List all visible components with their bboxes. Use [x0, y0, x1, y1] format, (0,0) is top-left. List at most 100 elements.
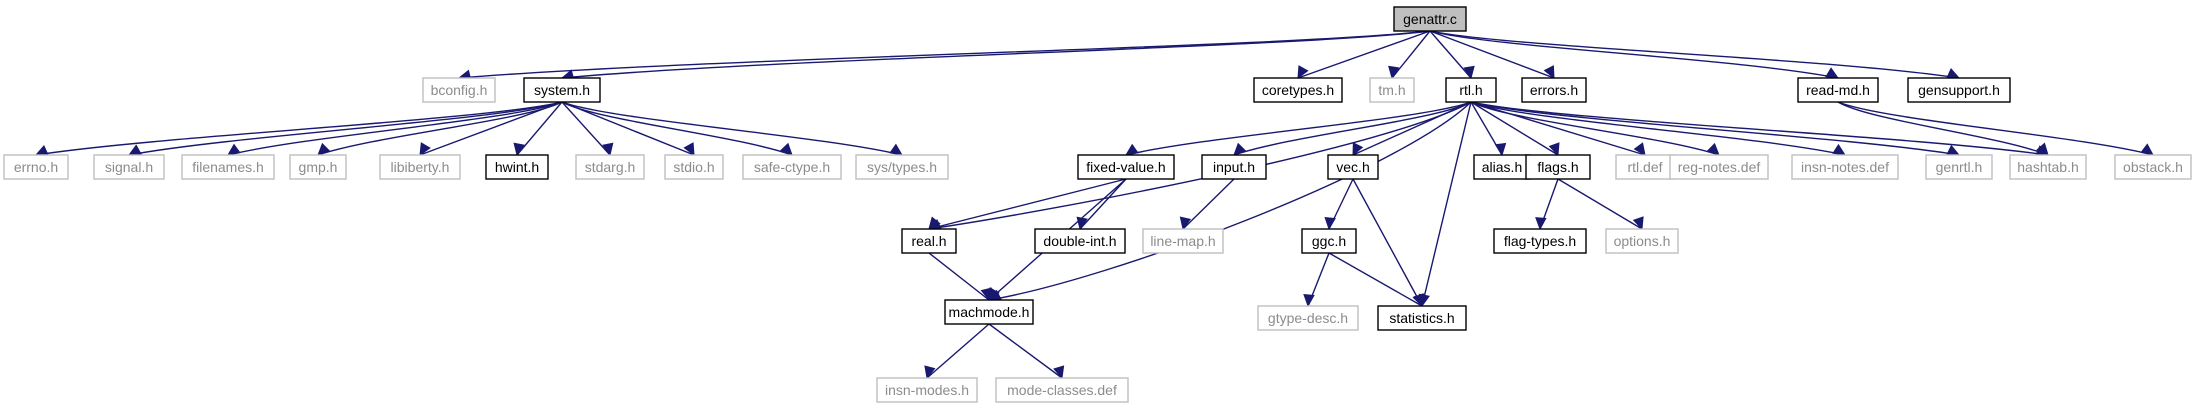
edge-system_h-to-hwint_h — [513, 101, 563, 157]
node-label: bconfig.h — [431, 82, 488, 98]
node-box — [1907, 77, 2011, 103]
node-label: system.h — [534, 82, 590, 98]
node-box — [944, 299, 1034, 325]
node-box — [2009, 154, 2087, 180]
edge-fixed_value_h-to-real_h — [928, 178, 1127, 230]
arrowhead-icon — [1388, 65, 1400, 80]
node-genrtl-h: genrtl.h — [1925, 154, 1993, 180]
arrowhead-icon — [1633, 142, 1646, 156]
node-statistics-h[interactable]: statistics.h — [1377, 305, 1467, 331]
edge-fixed_value_h-to-double_int_h — [1076, 178, 1127, 231]
node-coretypes-h[interactable]: coretypes.h — [1253, 77, 1343, 103]
edge-line — [1470, 101, 2049, 156]
edge-input_h-to-line_map_h — [1179, 178, 1235, 231]
node-label: safe-ctype.h — [754, 159, 830, 175]
node-label: coretypes.h — [1262, 82, 1334, 98]
node-rtl-h[interactable]: rtl.h — [1445, 77, 1497, 103]
node-label: gensupport.h — [1918, 82, 2000, 98]
edge-machmode_h-to-mode_classes_def — [988, 323, 1065, 380]
node-label: errno.h — [14, 159, 58, 175]
node-libiberty-h: libiberty.h — [379, 154, 461, 180]
node-box — [289, 154, 347, 180]
edge-rtl_h-to-reg_notes_def — [1470, 101, 1720, 156]
node-read-md-h[interactable]: read-md.h — [1797, 77, 1879, 103]
arrowhead-icon — [1946, 144, 1961, 156]
node-box — [1377, 305, 1467, 331]
node-box — [1791, 154, 1899, 180]
node-box — [1797, 77, 1879, 103]
edge-line — [1391, 30, 1431, 79]
node-label: gtype-desc.h — [1268, 310, 1348, 326]
arrowhead-icon — [1832, 143, 1847, 156]
node-box — [1327, 154, 1379, 180]
node-box — [1473, 154, 1531, 180]
edge-line — [516, 101, 563, 156]
edge-read_md_h-to-hashtab_h — [1837, 101, 2049, 156]
node-genattr-c[interactable]: genattr.c — [1393, 6, 1467, 32]
node-input-h[interactable]: input.h — [1201, 154, 1267, 180]
node-box — [379, 154, 461, 180]
node-double-int-h[interactable]: double-int.h — [1034, 228, 1126, 254]
node-box — [2114, 154, 2192, 180]
node-fixed-value-h[interactable]: fixed-value.h — [1077, 154, 1175, 180]
arrowhead-icon — [1535, 217, 1547, 231]
edge-vec_h-to-ggc_h — [1324, 178, 1354, 231]
node-hwint-h[interactable]: hwint.h — [485, 154, 549, 180]
arrowhead-icon — [1825, 67, 1840, 79]
node-flag-types-h[interactable]: flag-types.h — [1493, 228, 1587, 254]
arrowhead-icon — [317, 142, 331, 156]
edge-line — [1125, 101, 1472, 156]
edge-rtl_h-to-insn_notes_def — [1470, 101, 1847, 156]
node-box — [1445, 77, 1497, 103]
node-label: hwint.h — [495, 159, 539, 175]
node-real-h[interactable]: real.h — [901, 228, 957, 254]
node-box — [742, 154, 842, 180]
arrowhead-icon — [419, 142, 431, 157]
node-reg-notes-def: reg-notes.def — [1669, 154, 1769, 180]
edge-line — [561, 30, 1431, 79]
arrowhead-icon — [2036, 142, 2049, 156]
edge-line — [988, 323, 1063, 379]
arrowhead-icon — [1543, 65, 1555, 80]
node-gensupport-h[interactable]: gensupport.h — [1907, 77, 2011, 103]
node-hashtab-h: hashtab.h — [2009, 154, 2087, 180]
edge-line — [1470, 101, 1720, 156]
arrowhead-icon — [1179, 216, 1192, 231]
node-label: genattr.c — [1403, 11, 1457, 27]
edge-line — [1421, 101, 1472, 307]
node-alias-h[interactable]: alias.h — [1473, 154, 1531, 180]
node-box — [1393, 6, 1467, 32]
arrowhead-icon — [227, 143, 241, 156]
arrowhead-icon — [1233, 142, 1247, 156]
arrowhead-icon — [928, 216, 941, 230]
edge-rtl_h-to-vec_h — [1352, 101, 1472, 157]
node-label: obstack.h — [2123, 159, 2183, 175]
node-box — [1369, 77, 1415, 103]
edge-line — [561, 101, 903, 156]
arrowhead-icon — [980, 287, 992, 302]
node-vec-h[interactable]: vec.h — [1327, 154, 1379, 180]
node-box — [485, 154, 549, 180]
node-machmode-h[interactable]: machmode.h — [944, 299, 1034, 325]
node-errors-h[interactable]: errors.h — [1521, 77, 1587, 103]
arrowhead-icon — [127, 144, 142, 156]
edges-layer — [34, 30, 2154, 380]
arrowhead-icon — [1125, 143, 1139, 156]
arrowhead-icon — [1303, 294, 1315, 308]
edge-rtl_h-to-fixed_value_h — [1125, 101, 1472, 156]
node-flags-h[interactable]: flags.h — [1525, 154, 1591, 180]
edge-line — [1328, 252, 1423, 307]
edge-line — [1470, 101, 1846, 156]
node-box — [1201, 154, 1267, 180]
edge-genattr_c-to-tm_h — [1388, 30, 1431, 80]
node-bconfig-h: bconfig.h — [422, 77, 496, 103]
node-label: input.h — [1213, 159, 1255, 175]
node-box — [1077, 154, 1175, 180]
edge-genattr_c-to-rtl_h — [1429, 30, 1475, 80]
node-system-h[interactable]: system.h — [523, 77, 601, 103]
node-ggc-h[interactable]: ggc.h — [1301, 228, 1357, 254]
edge-line — [1470, 101, 1960, 156]
node-box — [422, 77, 496, 103]
edge-line — [1352, 101, 1472, 156]
node-label: mode-classes.def — [1007, 382, 1117, 398]
